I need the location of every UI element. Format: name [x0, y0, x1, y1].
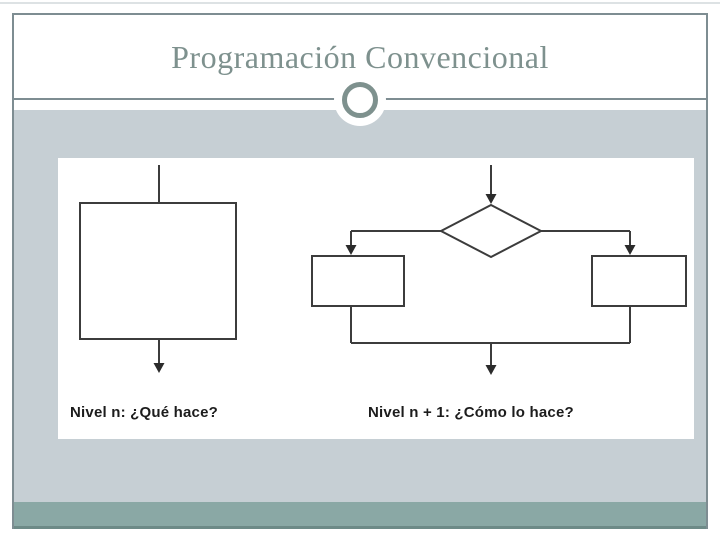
top-divider-line [0, 2, 720, 4]
slide-title: Programación Convencional [171, 39, 549, 75]
left-process-box [79, 202, 237, 340]
bottom-accent-band [14, 502, 706, 529]
slide-body: Nivel n: ¿Qué hace? Nivel n + 1: ¿Cómo l… [14, 110, 706, 502]
branch-right-process-box [591, 255, 687, 307]
right-exit-arrowhead-icon [485, 365, 497, 375]
flowchart-image: Nivel n: ¿Qué hace? Nivel n + 1: ¿Cómo l… [58, 158, 694, 439]
left-exit-arrowhead-icon [153, 363, 165, 373]
decision-entry-arrowhead-icon [485, 194, 497, 204]
decision-diamond [438, 203, 544, 259]
left-flow-label: Nivel n: ¿Qué hace? [70, 404, 218, 421]
branch-right-arrowhead-icon [624, 245, 636, 255]
flowchart-svg [79, 165, 687, 375]
circle-ornament-icon [342, 82, 378, 118]
branch-left-arrowhead-icon [345, 245, 357, 255]
right-flow-label: Nivel n + 1: ¿Cómo lo hace? [368, 404, 574, 421]
branch-left-process-box [311, 255, 405, 307]
